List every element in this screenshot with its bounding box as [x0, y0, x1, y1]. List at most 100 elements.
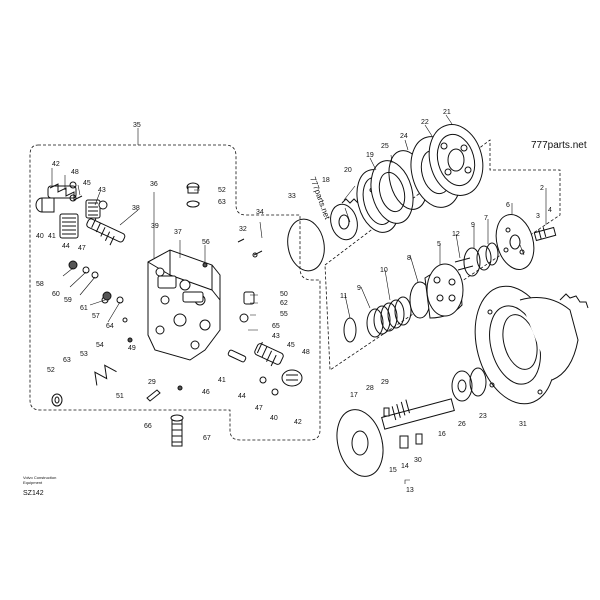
footer-code: SZ142 — [23, 490, 44, 497]
ring-11 — [343, 317, 357, 343]
plate-6 — [495, 214, 535, 270]
callout-37: 37 — [174, 229, 182, 236]
callout-10: 10 — [380, 267, 388, 274]
callout-26: 26 — [458, 421, 466, 428]
callout-36: 36 — [150, 181, 158, 188]
callout-64: 64 — [106, 323, 114, 330]
pins-32-34 — [237, 238, 263, 258]
callout-59: 59 — [64, 297, 72, 304]
callout-28: 28 — [366, 385, 374, 392]
callout-47: 47 — [78, 245, 86, 252]
callout-16: 16 — [438, 431, 446, 438]
callout-46: 46 — [202, 389, 210, 396]
callout-5: 5 — [437, 241, 441, 248]
callout-9b: 9 — [357, 285, 361, 292]
callout-9: 9 — [471, 222, 475, 229]
callout-labels: 35 42 48 45 43 36 52 63 38 34 39 37 32 4… — [36, 109, 552, 494]
callout-47b: 47 — [255, 405, 263, 412]
plate-27 — [330, 203, 358, 241]
watermark: 777parts.net — [531, 140, 587, 151]
callout-25: 25 — [381, 143, 389, 150]
callout-35: 35 — [133, 122, 141, 129]
callout-8: 8 — [407, 255, 411, 262]
callout-14: 14 — [401, 463, 409, 470]
callout-41: 41 — [48, 233, 56, 240]
callout-66: 66 — [144, 423, 152, 430]
callout-52b: 52 — [47, 367, 55, 374]
valve-67 — [170, 414, 184, 447]
callout-60: 60 — [52, 291, 60, 298]
callout-43b: 43 — [272, 333, 280, 340]
callout-42: 42 — [52, 161, 60, 168]
callout-15: 15 — [389, 467, 397, 474]
callout-17: 17 — [350, 392, 358, 399]
callout-12: 12 — [452, 231, 460, 238]
plate-17 — [336, 409, 384, 477]
callout-33: 33 — [288, 193, 296, 200]
bolt-3-4 — [533, 226, 557, 242]
spring-41 — [47, 183, 83, 201]
callout-20: 20 — [344, 167, 352, 174]
callout-6: 6 — [506, 202, 510, 209]
callout-22: 22 — [421, 119, 429, 126]
ring-23 — [469, 367, 487, 397]
spring-10 — [366, 296, 412, 338]
spring-20 — [341, 198, 359, 204]
callout-3: 3 — [536, 213, 540, 220]
gear-21 — [428, 124, 484, 196]
spring-54 — [94, 364, 117, 386]
valve-block — [147, 249, 221, 361]
callout-24: 24 — [400, 133, 408, 140]
valve-43 — [85, 199, 108, 219]
callout-45b: 45 — [287, 342, 295, 349]
oring-33 — [287, 218, 325, 272]
plug-57 — [102, 291, 112, 301]
callout-65: 65 — [272, 323, 280, 330]
callout-38: 38 — [132, 205, 140, 212]
callout-44: 44 — [62, 243, 70, 250]
seal-44 — [59, 213, 79, 239]
callout-18: 18 — [322, 177, 330, 184]
callout-57: 57 — [92, 313, 100, 320]
callout-34: 34 — [256, 209, 264, 216]
callout-41b: 41 — [218, 377, 226, 384]
leader-lines — [51, 114, 547, 484]
callout-32: 32 — [239, 226, 247, 233]
callout-51: 51 — [116, 393, 124, 400]
callout-56: 56 — [202, 239, 210, 246]
callout-23: 23 — [479, 413, 487, 420]
housing-31 — [474, 285, 589, 405]
bearing-26 — [451, 370, 473, 402]
callout-44b: 44 — [238, 393, 246, 400]
callout-31: 31 — [519, 421, 527, 428]
callout-19: 19 — [366, 152, 374, 159]
callout-43: 43 — [98, 187, 106, 194]
footer-company: Volvo Construction — [23, 475, 56, 480]
callout-40b: 40 — [270, 415, 278, 422]
callout-63: 63 — [218, 199, 226, 206]
callout-11: 11 — [340, 293, 347, 300]
callout-58: 58 — [36, 281, 44, 288]
shaft-16 — [381, 398, 455, 430]
callout-52: 52 — [218, 187, 226, 194]
check-valve-66 — [146, 389, 161, 402]
callout-30: 30 — [414, 457, 422, 464]
pistons-5 — [454, 257, 474, 271]
plug-52-top — [186, 182, 200, 194]
callout-50: 50 — [280, 291, 288, 298]
callout-55: 55 — [280, 311, 288, 318]
parts-14-15-30 — [383, 407, 423, 449]
plug-52-bottom — [51, 393, 63, 407]
spool-38 — [86, 218, 126, 246]
callout-29: 29 — [148, 379, 156, 386]
callout-61: 61 — [80, 305, 88, 312]
callout-40: 40 — [36, 233, 44, 240]
plug-40-top — [35, 197, 55, 213]
callout-49: 49 — [128, 345, 136, 352]
callout-63b: 63 — [63, 357, 71, 364]
callout-48: 48 — [71, 169, 79, 176]
callout-4: 4 — [548, 207, 552, 214]
plug-58 — [68, 260, 78, 270]
cylinder-25 — [370, 160, 414, 224]
